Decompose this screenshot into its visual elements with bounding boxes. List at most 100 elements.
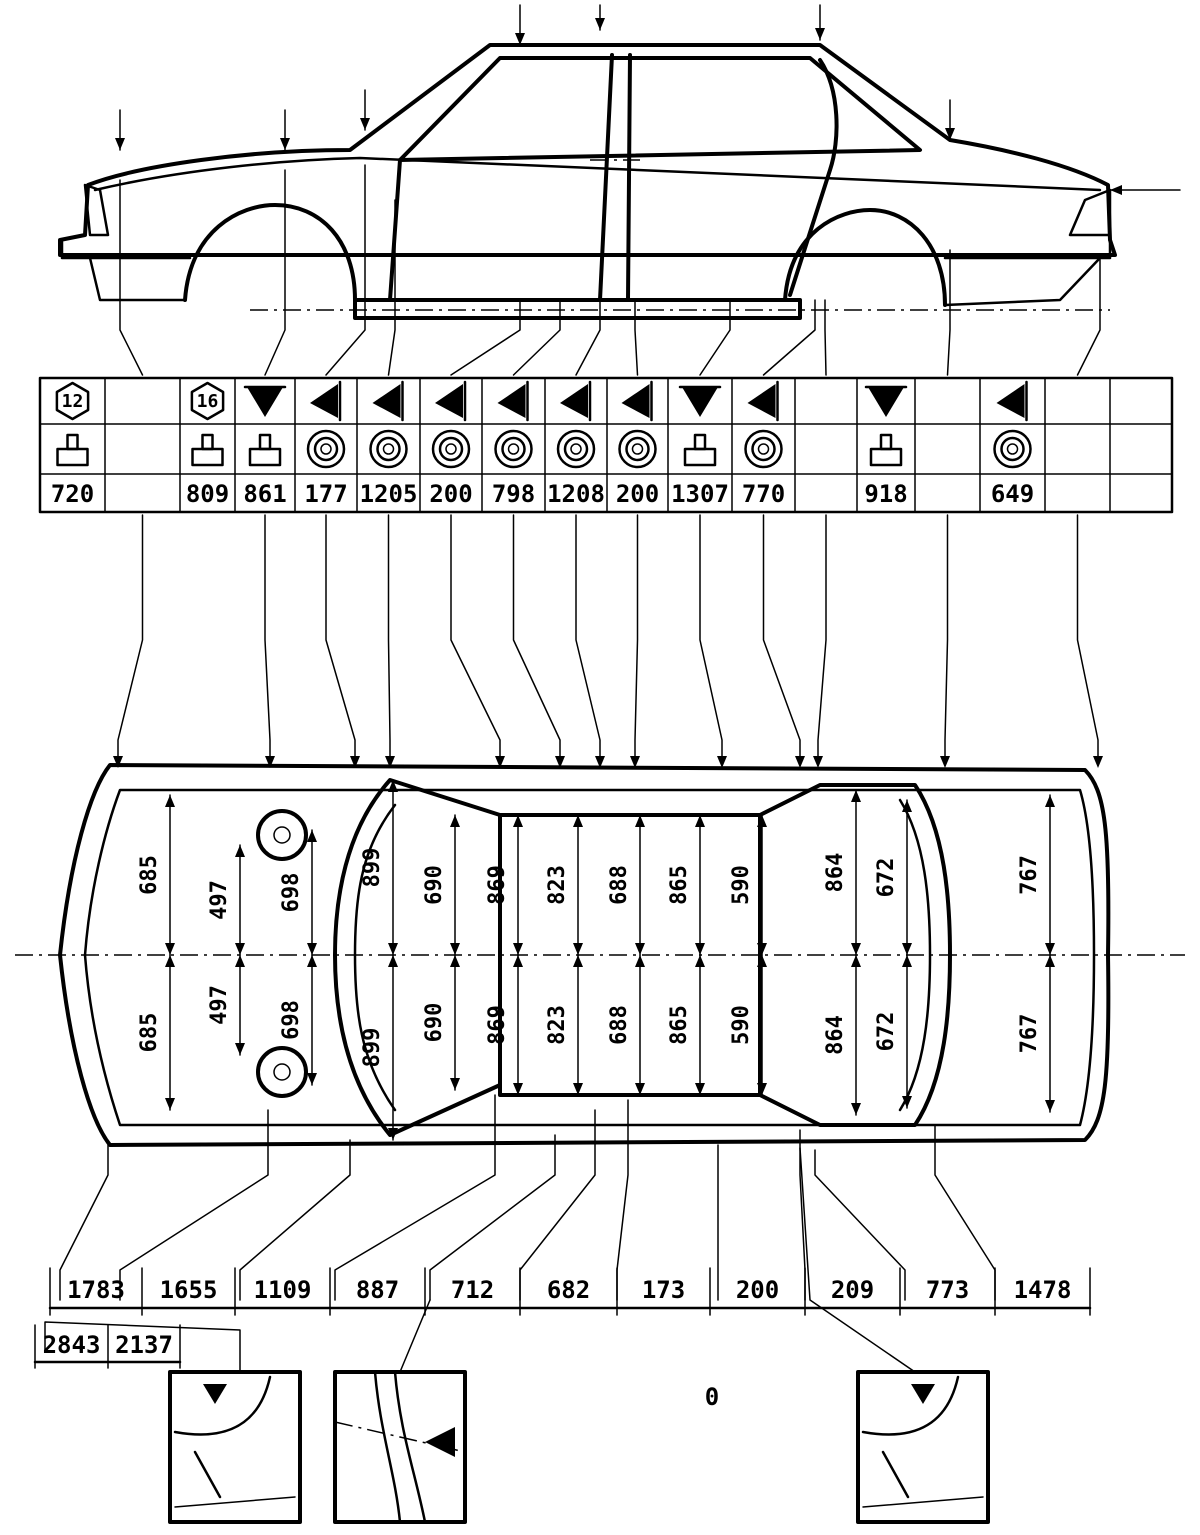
arrowhead-icon (902, 955, 912, 967)
arrowhead-icon (388, 955, 398, 967)
ring-fixture-icon (431, 429, 471, 469)
lower-leader-line (117, 514, 144, 766)
length-leader-line (934, 1124, 996, 1301)
leader-lines (113, 164, 1103, 768)
ring-fixture-inner (376, 436, 401, 462)
detail-contour (881, 1450, 910, 1499)
arrowhead-icon (1045, 1100, 1055, 1112)
arrowhead-icon (695, 943, 705, 955)
arrowhead-icon (513, 943, 523, 955)
left-triangle-icon (996, 384, 1025, 418)
down-triangle-icon (682, 387, 718, 417)
left-triangle-icon (435, 384, 463, 418)
detail-leader-line (44, 1321, 241, 1373)
hex-badge-label: 16 (197, 391, 219, 412)
width-dimensions: 6856854974976986988998996906908698698238… (137, 779, 1055, 1141)
table-column: 200 (616, 380, 659, 508)
left-triangle-icon (497, 384, 526, 418)
upper-width-label: 865 (667, 865, 692, 905)
arrowhead-icon (595, 18, 605, 30)
arrowhead-icon (757, 815, 767, 827)
length-label: 712 (451, 1276, 494, 1304)
upper-width-label: 869 (485, 865, 510, 905)
arrowhead-icon (515, 33, 525, 45)
lower-leader-line (512, 514, 561, 766)
post-fixture-icon (56, 447, 89, 467)
upper-width-label: 497 (207, 880, 232, 920)
length-label: 1783 (67, 1276, 125, 1304)
detail-reference-line (334, 1421, 466, 1453)
upper-width-label: 899 (360, 848, 385, 888)
table-value: 1307 (671, 480, 729, 508)
arrowhead-icon (513, 1083, 523, 1095)
post-fixture-icon (191, 447, 224, 467)
lower-leader-line (450, 514, 501, 766)
ring-fixture-core (631, 443, 644, 455)
lower-width-label: 864 (823, 1015, 848, 1055)
length-leader-line (239, 1139, 351, 1301)
side-headlight (83, 183, 110, 237)
side-taillight (1068, 188, 1112, 237)
arrowhead-icon (717, 756, 727, 768)
upper-leader-line (450, 299, 521, 376)
arrowhead-icon (902, 943, 912, 955)
arrowhead-icon (113, 756, 123, 768)
upper-width-label: 698 (279, 873, 304, 913)
post-fixture-icon (248, 447, 282, 467)
arrowhead-icon (795, 756, 805, 768)
arrowhead-icon (851, 955, 861, 967)
arrowhead-icon (902, 1096, 912, 1108)
origin-label: 0 (705, 1383, 719, 1411)
arrowhead-icon (573, 955, 583, 967)
lower-leader-line (944, 514, 949, 766)
left-triangle-icon (425, 1427, 455, 1457)
arrowhead-icon (450, 955, 460, 967)
down-triangle-icon (911, 1384, 935, 1404)
detail-inset (856, 1370, 990, 1524)
table-column: 918 (864, 385, 908, 508)
length-leader-line (334, 1094, 496, 1301)
arrowhead-icon (851, 790, 861, 802)
upper-leader-line (634, 299, 639, 376)
lower-leader-line (575, 514, 601, 766)
arrowhead-icon (757, 1083, 767, 1095)
lower-leader-line (325, 514, 356, 766)
arrowhead-icon (495, 756, 505, 768)
length-leader-line (429, 1134, 556, 1301)
lower-leader-line (264, 514, 271, 766)
side-c-pillar (626, 53, 632, 302)
table-value: 1205 (360, 480, 418, 508)
arrowhead-icon (555, 756, 565, 768)
length-leader-line (519, 1109, 596, 1301)
arrowhead-icon (388, 1128, 398, 1140)
table-value: 798 (492, 480, 535, 508)
lower-width-label: 865 (667, 1005, 692, 1045)
table-column: 770 (742, 380, 785, 508)
ring-fixture-icon (618, 429, 657, 469)
upper-width-label: 590 (729, 865, 754, 905)
arrowhead-icon (307, 1073, 317, 1085)
detail-insets (168, 1370, 990, 1524)
arrowhead-icon (165, 955, 175, 967)
arrowhead-icon (1110, 185, 1122, 195)
table-value: 861 (243, 480, 286, 508)
length-label: 1655 (160, 1276, 218, 1304)
table-column: 1307 (671, 385, 729, 508)
arrowhead-icon (265, 756, 275, 768)
hex-badge-label: 12 (62, 391, 84, 412)
down-triangle-icon (247, 387, 283, 417)
table-value: 177 (304, 480, 347, 508)
arrowhead-icon (757, 943, 767, 955)
lower-width-label: 698 (279, 1000, 304, 1040)
post-fixture-stem (66, 433, 79, 451)
ring-fixture-core (507, 443, 520, 455)
upper-leader-line (387, 199, 396, 376)
side-front-bumper (60, 240, 192, 302)
arrowhead-icon (360, 118, 370, 130)
upper-width-label: 688 (607, 865, 632, 905)
side-front-wheel-arch (183, 203, 357, 302)
length-label: 209 (831, 1276, 874, 1304)
table-value: 1208 (547, 480, 605, 508)
upper-leader-line (512, 299, 561, 376)
arrowhead-icon (695, 815, 705, 827)
